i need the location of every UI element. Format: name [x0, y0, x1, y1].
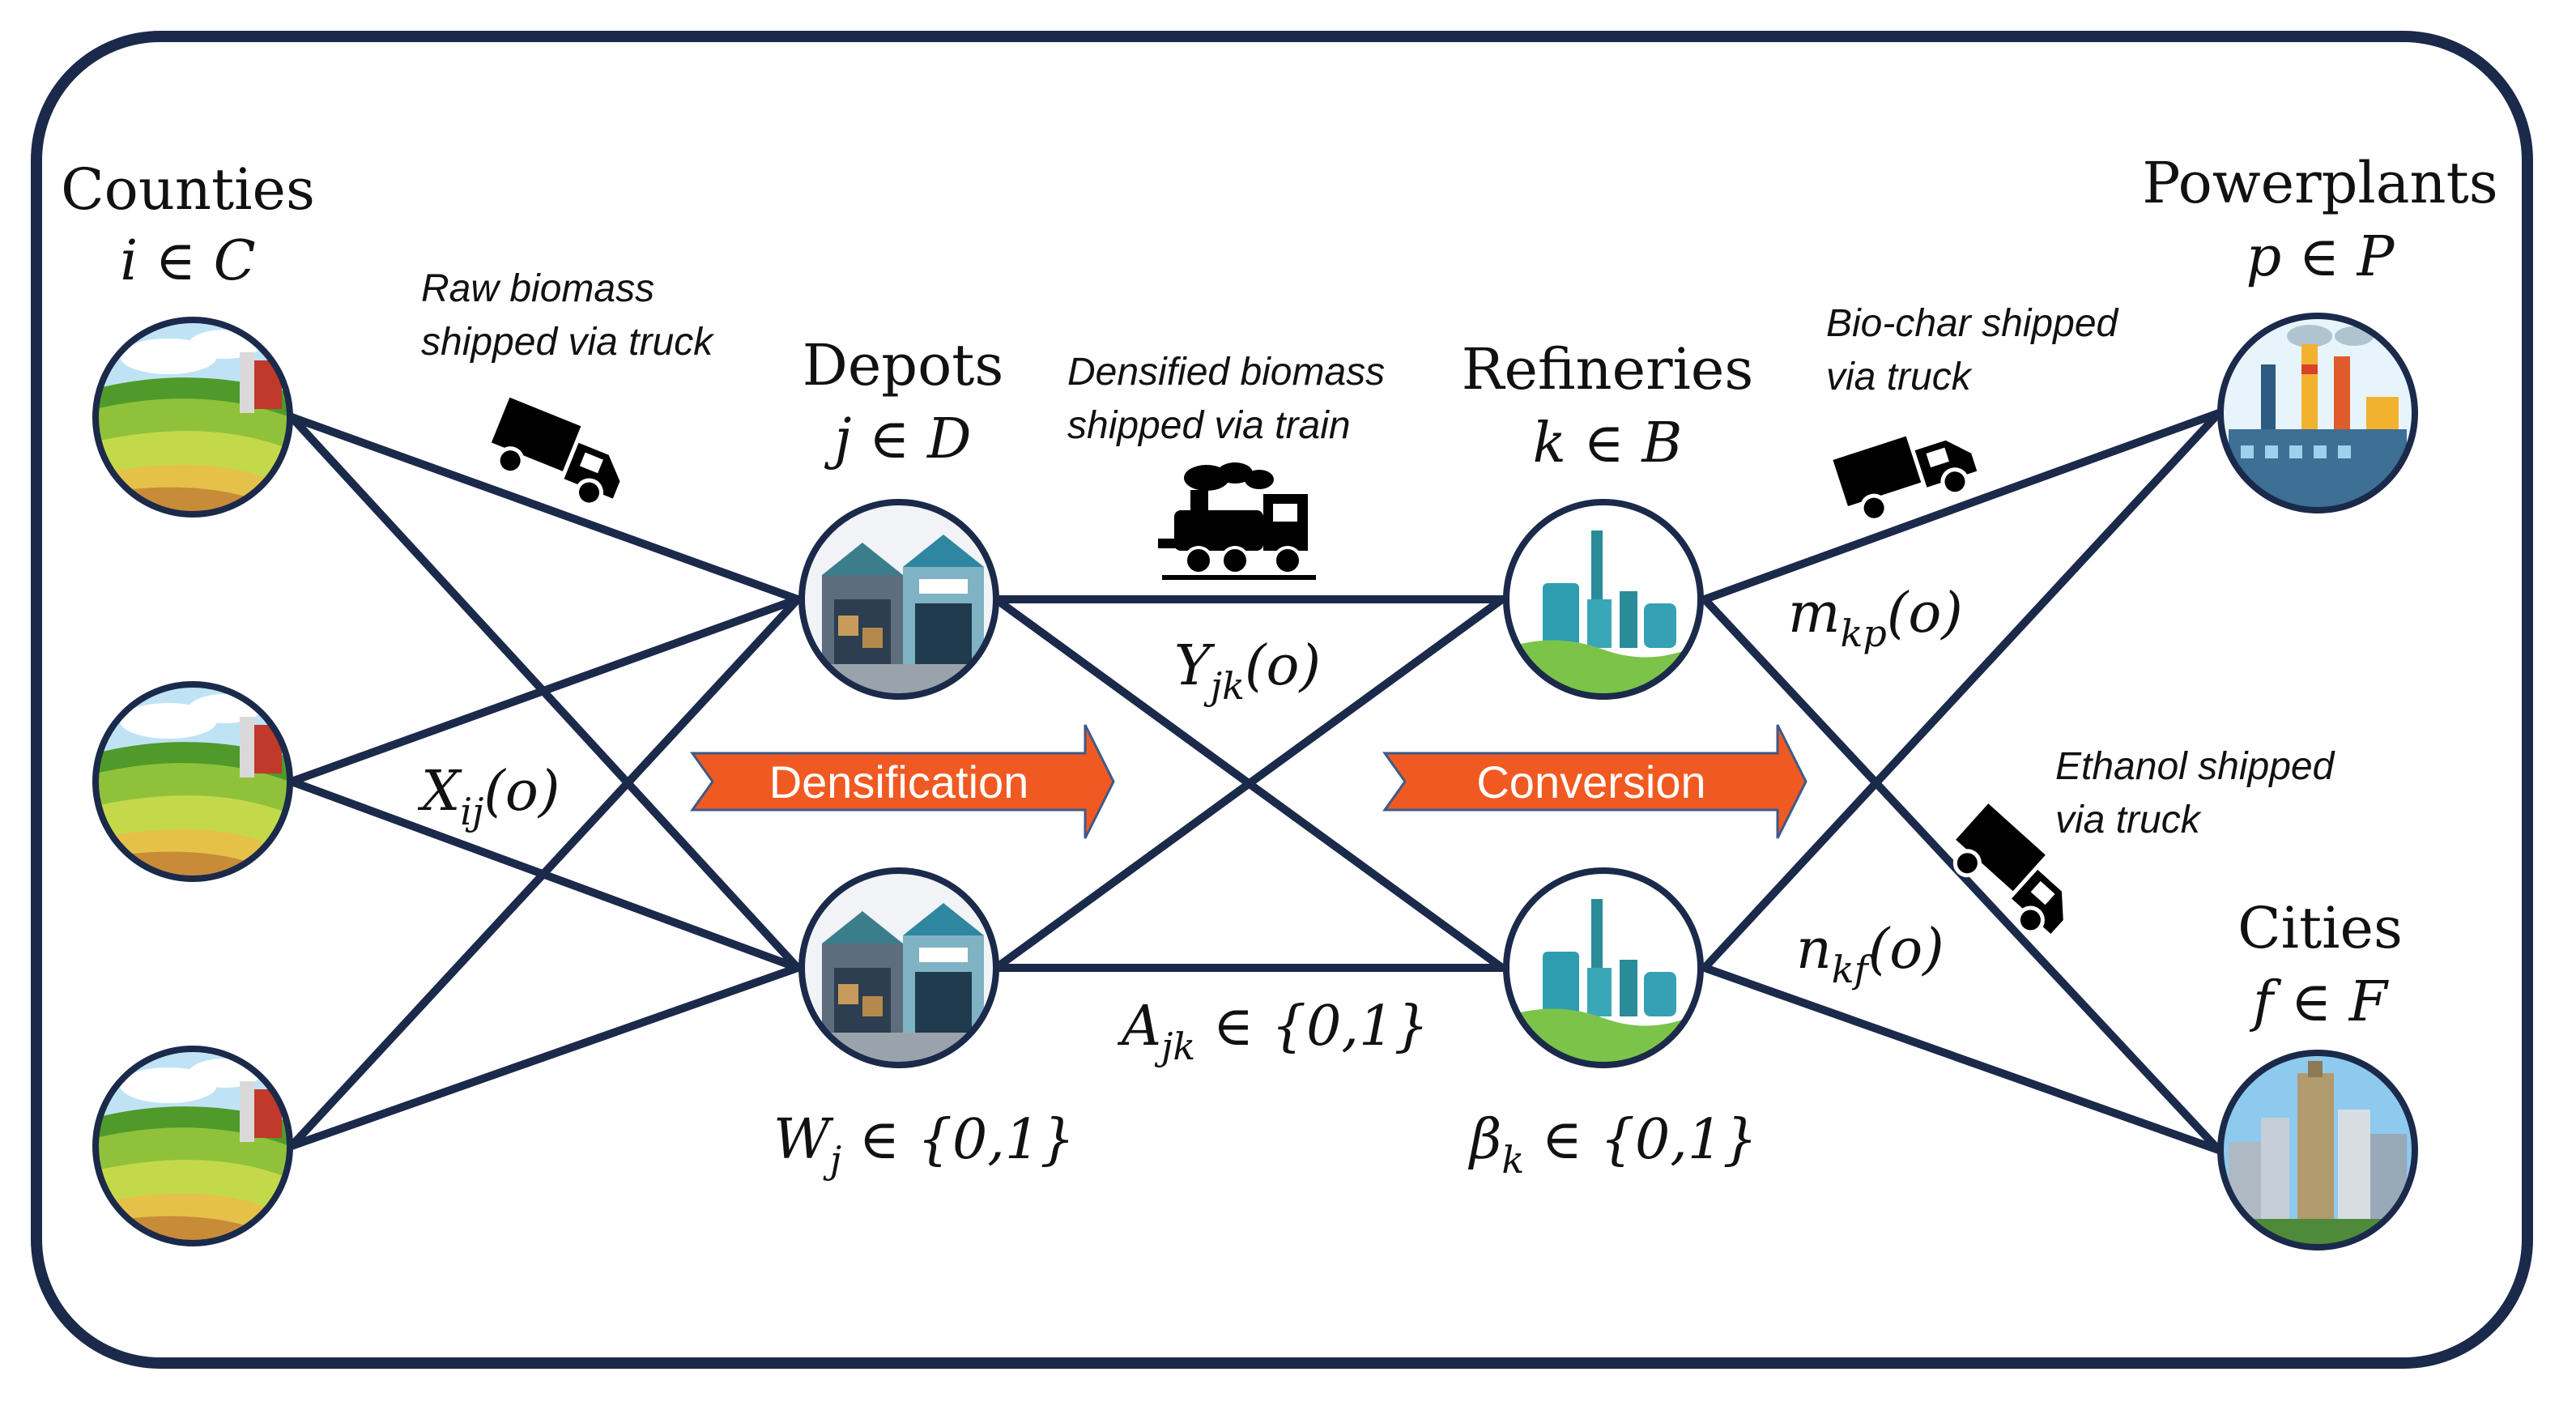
- ethanol-note-line2: via truck: [2055, 799, 2203, 841]
- edges: [287, 409, 2223, 1154]
- variable-y: Yjk(o): [1174, 634, 1321, 708]
- node-refinery-2: [1503, 867, 1704, 1068]
- variable-n-argument: (o): [1868, 918, 1944, 982]
- densification-arrow: Densification: [690, 724, 1115, 839]
- raw-biomass-note-line1: Raw biomass: [421, 267, 654, 310]
- steam-train-icon: [1158, 462, 1318, 582]
- variable-beta-symbol: β: [1467, 1108, 1501, 1172]
- raw-biomass-note-line2: shipped via truck: [421, 321, 715, 364]
- node-depot-1: [798, 499, 999, 700]
- edge-county3-depot1: [287, 595, 802, 1150]
- biochar-note-line1: Bio-char shipped: [1826, 302, 2119, 345]
- powerplants-title: Powerplants: [2142, 150, 2497, 216]
- variable-x-symbol: X: [417, 760, 462, 824]
- node-county-3: [92, 1046, 293, 1246]
- variable-a-symbol: A: [1117, 995, 1161, 1059]
- variable-a-subscript: jk: [1154, 1025, 1195, 1068]
- variable-a: Ajk ∈ {0,1}: [1117, 995, 1429, 1068]
- counties-set: i ∈ C: [120, 229, 255, 293]
- node-depot-2: [798, 867, 999, 1068]
- cities-set: f ∈ F: [2249, 970, 2390, 1034]
- depots-set: j ∈ D: [824, 407, 971, 471]
- edge-county1-depot1: [287, 413, 802, 603]
- variable-x-subscript: ij: [460, 790, 483, 833]
- edge-refinery1-powerplant: [1701, 409, 2223, 603]
- variable-y-subscript: jk: [1203, 664, 1245, 708]
- edge-refinery2-powerplant: [1701, 409, 2223, 972]
- variable-w-argument: ∈ {0,1}: [841, 1108, 1075, 1172]
- conversion-arrow: Conversion: [1382, 724, 1807, 839]
- variable-x-argument: (o): [483, 760, 560, 824]
- variable-beta-argument: ∈ {0,1}: [1524, 1108, 1757, 1172]
- edge-depot2-refinery1: [992, 595, 1506, 972]
- refineries-title: Refineries: [1462, 336, 1754, 403]
- variable-n-subscript: kf: [1832, 948, 1874, 991]
- node-city: [2217, 1050, 2418, 1250]
- variable-m-symbol: m: [1788, 582, 1840, 645]
- variable-beta: βk ∈ {0,1}: [1467, 1108, 1757, 1182]
- densification-label: Densification: [769, 756, 1029, 807]
- refineries-set: k ∈ B: [1533, 411, 1683, 475]
- raw-biomass-note: Raw biomass shipped via truck: [421, 267, 715, 364]
- ethanol-note-line1: Ethanol shipped: [2055, 745, 2335, 788]
- variable-w: Wj ∈ {0,1}: [773, 1108, 1075, 1182]
- ethanol-note: Ethanol shipped via truck: [2055, 745, 2345, 841]
- variable-m-argument: (o): [1887, 582, 1963, 645]
- variable-a-argument: ∈ {0,1}: [1195, 995, 1429, 1059]
- powerplants-set: p ∈ P: [2246, 225, 2395, 289]
- variable-n: nkf(o): [1796, 918, 1944, 991]
- variable-y-argument: (o): [1245, 634, 1321, 698]
- variable-n-symbol: n: [1796, 918, 1832, 982]
- counties-title: Counties: [61, 156, 315, 223]
- variable-w-symbol: W: [773, 1108, 834, 1172]
- variable-m-subscript: kp: [1840, 611, 1886, 655]
- variable-m: mkp(o): [1788, 582, 1963, 655]
- depots-title: Depots: [803, 332, 1004, 398]
- node-refinery-1: [1503, 499, 1704, 700]
- densified-biomass-note-line1: Densified biomass: [1067, 351, 1385, 394]
- variable-y-symbol: Y: [1174, 634, 1216, 698]
- conversion-label: Conversion: [1476, 756, 1705, 807]
- biochar-note-line2: via truck: [1826, 356, 1974, 398]
- variable-x: Xij(o): [417, 760, 560, 833]
- densified-biomass-note: Densified biomass shipped via train: [1067, 351, 1396, 447]
- edge-county2-depot1: [287, 595, 802, 786]
- cities-title: Cities: [2238, 895, 2403, 961]
- edge-county3-depot2: [287, 964, 802, 1150]
- variable-beta-subscript: k: [1501, 1138, 1524, 1182]
- edge-refinery2-city: [1701, 964, 2223, 1154]
- node-county-1: [92, 317, 293, 518]
- biochar-note: Bio-char shipped via truck: [1826, 302, 2129, 398]
- diagram-frame: [31, 31, 2533, 1369]
- densified-biomass-note-line2: shipped via train: [1067, 404, 1351, 447]
- node-powerplant: [2217, 313, 2418, 513]
- node-county-2: [92, 681, 293, 882]
